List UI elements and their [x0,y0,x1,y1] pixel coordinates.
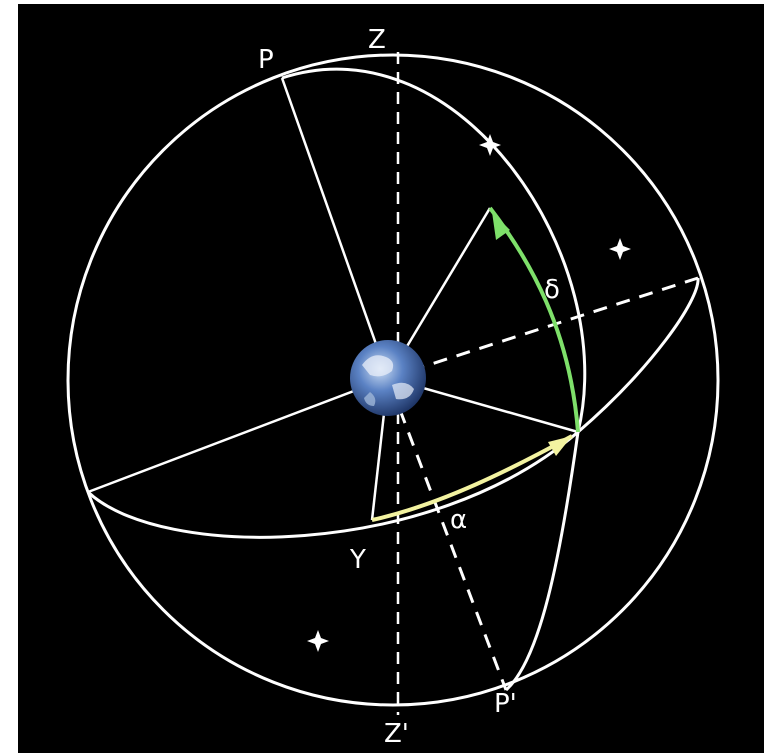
south-pole-label: P' [494,689,517,719]
equator-diameter-solid [88,378,388,492]
star-icon [307,630,329,652]
declination-arrowhead [492,212,510,240]
nadir-label: Z' [384,719,409,749]
polar-axis-south [400,410,506,690]
hour-circle [282,69,585,690]
earth-globe-icon [350,340,426,416]
right-ascension-arc [372,436,572,520]
right-ascension-label: α [450,505,467,535]
polar-axis-north [282,78,388,378]
declination-arc [490,208,578,432]
north-pole-label: P [258,45,274,75]
vernal-equinox-label: Y [349,545,366,575]
star-icon [609,238,631,260]
zenith-label: Z [368,25,386,55]
declination-label: δ [544,275,560,305]
